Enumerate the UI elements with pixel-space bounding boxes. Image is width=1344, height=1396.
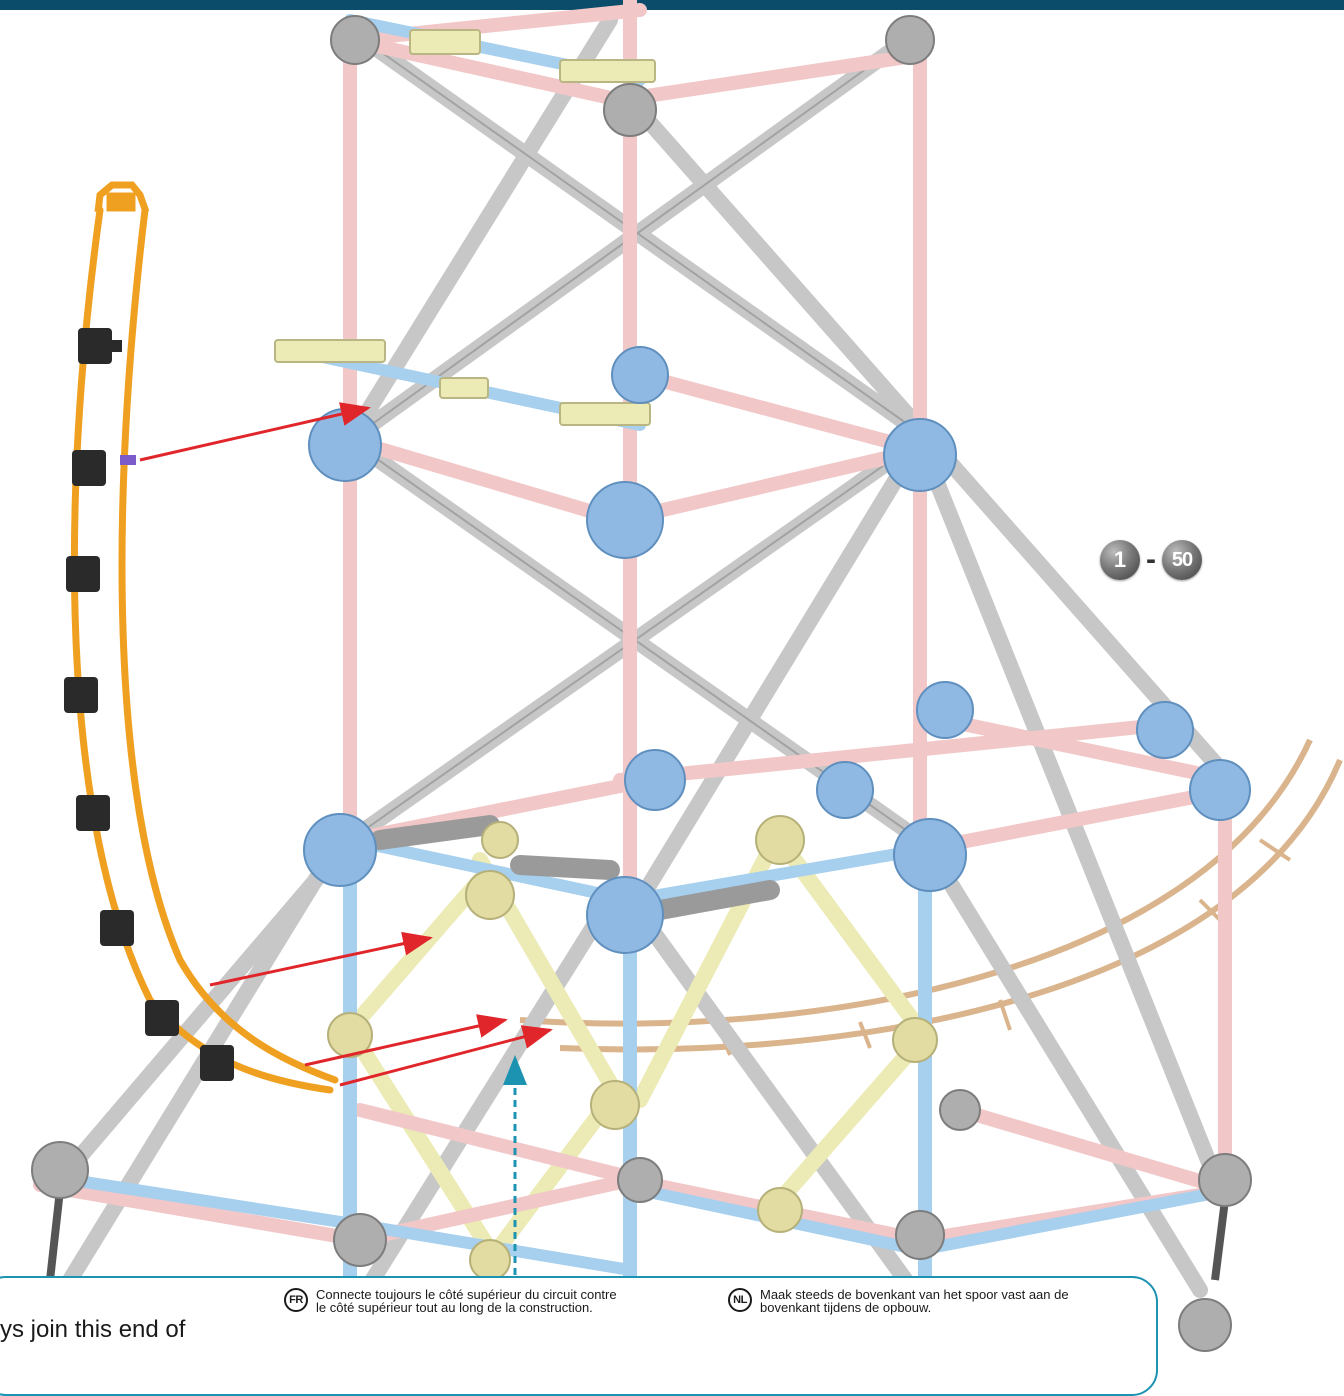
orange-track — [70, 206, 339, 1094]
fr-text: Connecte toujours le côté supérieur du c… — [316, 1288, 686, 1314]
header-bar — [0, 0, 1344, 10]
step-separator: - — [1146, 543, 1156, 576]
step-start-badge: 1 — [1100, 540, 1140, 580]
french-instruction: FR Connecte toujours le côté supérieur d… — [284, 1288, 686, 1314]
diagonal-gray-rods — [52, 12, 1238, 1308]
purple-clip — [120, 455, 136, 465]
step-range: 1 - 50 — [1100, 538, 1202, 582]
nl-language-badge: NL — [728, 1288, 752, 1312]
fr-line-1: Connecte toujours le côté supérieur du c… — [316, 1287, 617, 1302]
nl-text: Maak steeds de bovenkant van het spoor v… — [760, 1288, 1130, 1314]
assembly-illustration — [31, 0, 1343, 1352]
nl-line-1: Maak steeds de bovenkant van het spoor v… — [760, 1287, 1069, 1302]
connector-hubs — [31, 15, 1252, 1352]
gray-cylinders — [370, 815, 780, 920]
assembly-arrows — [139, 402, 553, 1087]
assembly-arrow-icon — [139, 402, 371, 462]
connector-hub-icon — [303, 346, 1251, 954]
fr-language-badge: FR — [284, 1288, 308, 1312]
track-head — [94, 181, 150, 214]
nl-line-2: bovenkant tijdens de opbouw. — [760, 1300, 932, 1315]
dutch-instruction: NL Maak steeds de bovenkant van het spoo… — [728, 1288, 1130, 1314]
english-instruction-fragment: ys join this end of — [0, 1316, 186, 1343]
track-clips — [64, 328, 234, 1081]
yellow-blocks — [274, 29, 656, 426]
fr-line-2: le côté supérieur tout au long de la con… — [316, 1300, 593, 1315]
step-end-badge: 50 — [1162, 540, 1202, 580]
track-clip-icon — [78, 328, 122, 364]
